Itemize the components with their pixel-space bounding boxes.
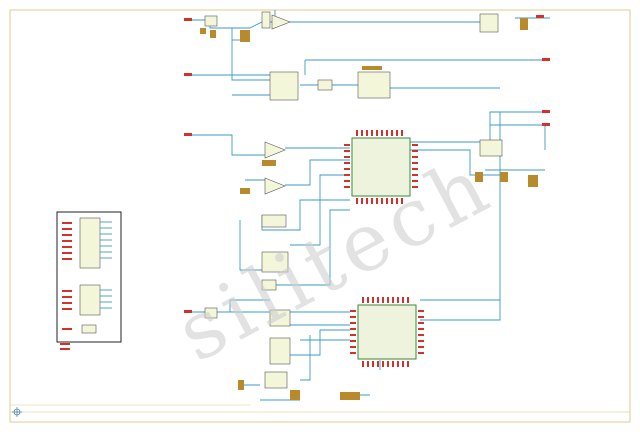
ic-chip [261,11,271,29]
ic-chip [261,251,289,273]
ic-chip [269,337,291,365]
crosshair-icon [12,407,22,417]
net-port [60,343,70,345]
net-port [542,58,550,61]
mcu-pins-right [412,144,418,188]
opamp [264,141,286,159]
component-block [500,172,508,182]
net-port [184,310,192,313]
sheet-border [9,9,631,423]
opamp [264,177,286,195]
mcu-pins-bottom [356,198,403,204]
component-block [528,175,538,187]
mcu2-pins-left [350,310,356,354]
mcu-pins-top [356,130,403,136]
component-block [262,160,276,166]
opamp [271,14,291,30]
mcu-chip [357,304,417,360]
ic-chip [204,15,218,27]
connector-header [79,284,101,316]
capacitor [200,28,206,34]
net-port [184,18,192,21]
ic-chip [269,71,299,101]
net-port [184,133,192,136]
connector [520,18,528,30]
mcu-chip [351,137,411,197]
ic-chip [269,309,291,327]
net-port [542,110,550,113]
ic-chip [261,279,277,291]
net-port [60,348,70,350]
ic-chip [264,371,288,389]
mcu2-pins-right [418,310,424,354]
ic-chip [204,307,218,319]
component-group [184,11,550,400]
ic-chip [81,324,97,334]
mcu2-pins-top [362,297,409,303]
connector-pins-right [100,221,112,309]
component-block [240,30,250,42]
net-port [542,123,550,126]
connector-box [56,211,122,350]
component-block [475,172,483,182]
connector-pins [62,222,72,330]
net-port [536,15,544,18]
ic-chip [317,79,333,91]
component-block [340,392,360,400]
watermark-text: silitech [162,137,507,380]
ic-chip [261,214,287,228]
mcu-pins-left [344,144,350,188]
capacitor [238,380,244,390]
component-block [290,390,300,400]
ic-chip [479,13,499,33]
net-port [184,73,192,76]
mcu2-pins-bottom [362,361,409,367]
capacitor [210,30,216,38]
connector-header [79,217,101,269]
ic-chip [357,71,391,99]
component-block [240,188,250,194]
component-block [362,66,382,70]
ic-chip [479,139,503,157]
